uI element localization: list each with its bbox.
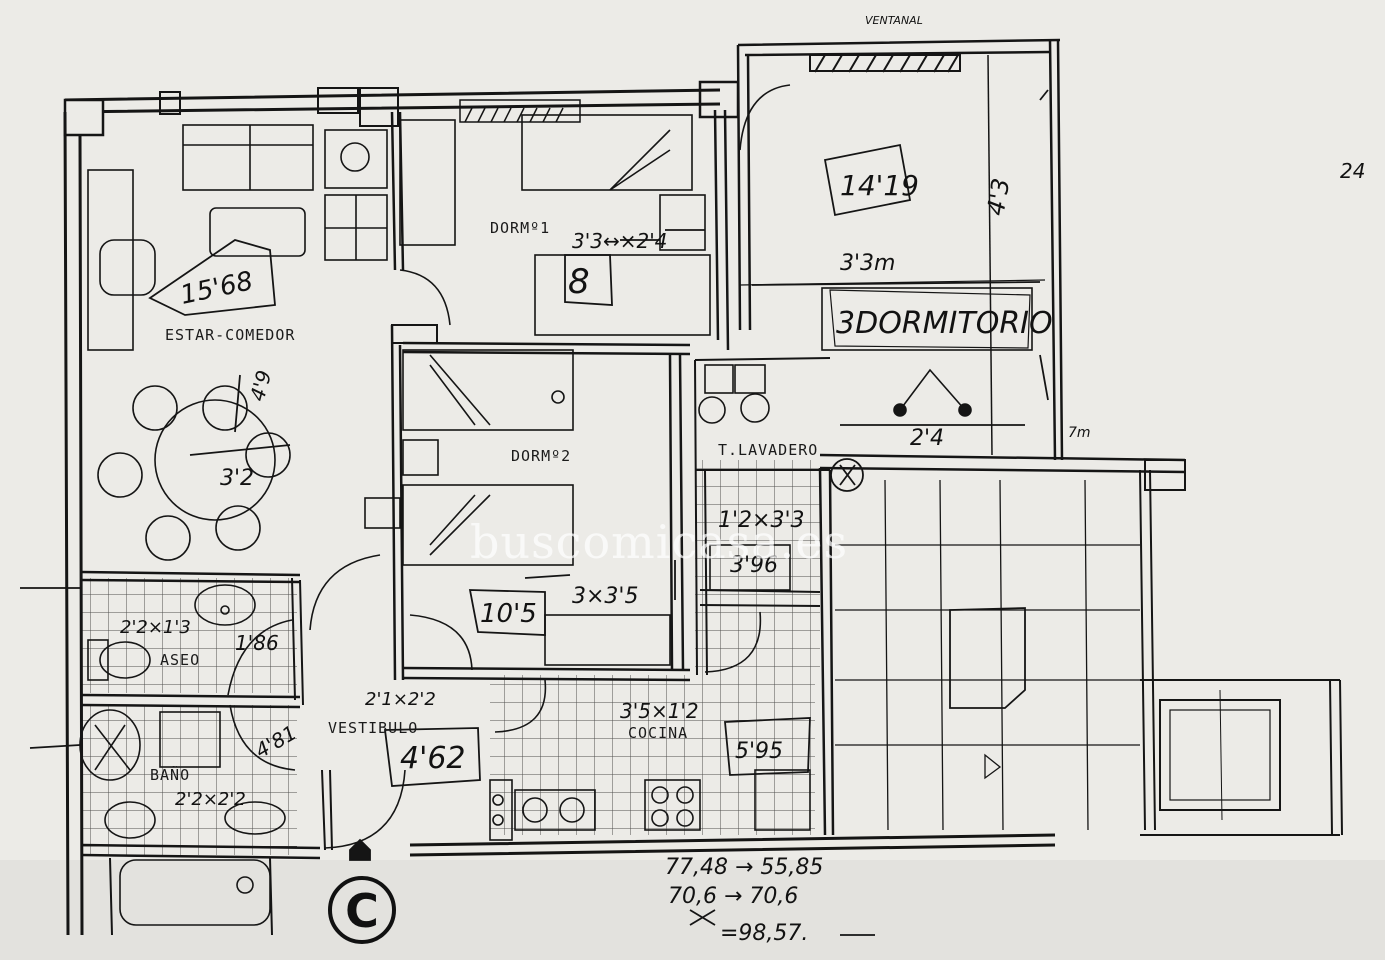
watermark: buscomicasa.es	[470, 515, 848, 569]
area-vestibulo: 4'62	[400, 741, 466, 776]
room-label-vestibulo: VESTIBULO	[328, 719, 418, 737]
totals-line-1: 77,48 → 55,85	[665, 855, 823, 880]
dim-dorm3-note: 7m	[1068, 425, 1091, 441]
totals-line-2: 70,6 → 70,6	[668, 884, 798, 909]
dim-dorm1: 3'3↔×2'4	[572, 229, 667, 253]
dimension-labels: 4'9 3'2 3'3↔×2'4 3×3'5 3'3m 4'3 2'4 7m 1…	[120, 176, 1091, 810]
area-totals: 77,48 → 55,85 70,6 → 70,6 =98,57. 24	[665, 159, 1365, 946]
room-label-cocina: COCINA	[628, 724, 688, 742]
room-label-estar: ESTAR-COMEDOR	[165, 326, 295, 344]
room-labels: ESTAR-COMEDOR DORMº1 DORMº2 T.LAVADERO A…	[150, 14, 1053, 784]
room-label-dorm1: DORMº1	[490, 219, 550, 237]
walls	[63, 38, 1343, 936]
energy-logo: C	[328, 876, 396, 944]
totals-line-3: =98,57.	[720, 921, 808, 946]
area-labels: 15'68 8 10'5 14'19 3'96 1'86 4'81 4'62 5…	[178, 169, 919, 776]
dim-estar-w: 3'2	[220, 466, 254, 491]
room-label-lavadero: T.LAVADERO	[718, 441, 818, 459]
room-label-ventanal: VENTANAL	[865, 14, 923, 27]
terrace-grid	[835, 479, 1140, 831]
room-label-aseo: ASEO	[160, 651, 200, 669]
area-cocina: 5'95	[735, 739, 783, 764]
area-dorm3: 14'19	[840, 169, 919, 202]
margin-note: 24	[1340, 159, 1365, 183]
area-dorm1: 8	[568, 262, 590, 302]
logo-letter: C	[345, 884, 379, 938]
ventanal-window	[809, 54, 961, 73]
dim-bano: 2'2×2'2	[175, 789, 246, 810]
dim-cocina: 3'5×1'2	[620, 699, 699, 723]
dim-vestibulo: 2'1×2'2	[365, 689, 436, 710]
area-dorm2: 10'5	[480, 599, 537, 629]
dim-lavadero: 1'2×3'3	[718, 508, 805, 533]
area-lavadero: 3'96	[730, 553, 778, 578]
dim-dorm3-w2: 2'4	[910, 426, 944, 451]
room-label-dorm3: 3DORMITORIO	[836, 306, 1053, 341]
area-aseo: 1'86	[235, 631, 279, 655]
dim-dorm2: 3×3'5	[572, 584, 638, 609]
hand-marks	[20, 89, 1049, 936]
room-label-bano: BAÑO	[150, 765, 190, 784]
dim-aseo: 2'2×1'3	[120, 617, 191, 638]
furniture	[79, 84, 1033, 926]
dim-dorm3-h: 4'3	[981, 176, 1015, 217]
room-label-dorm2: DORMº2	[511, 447, 571, 465]
dim-dorm3-w: 3'3m	[840, 251, 895, 276]
